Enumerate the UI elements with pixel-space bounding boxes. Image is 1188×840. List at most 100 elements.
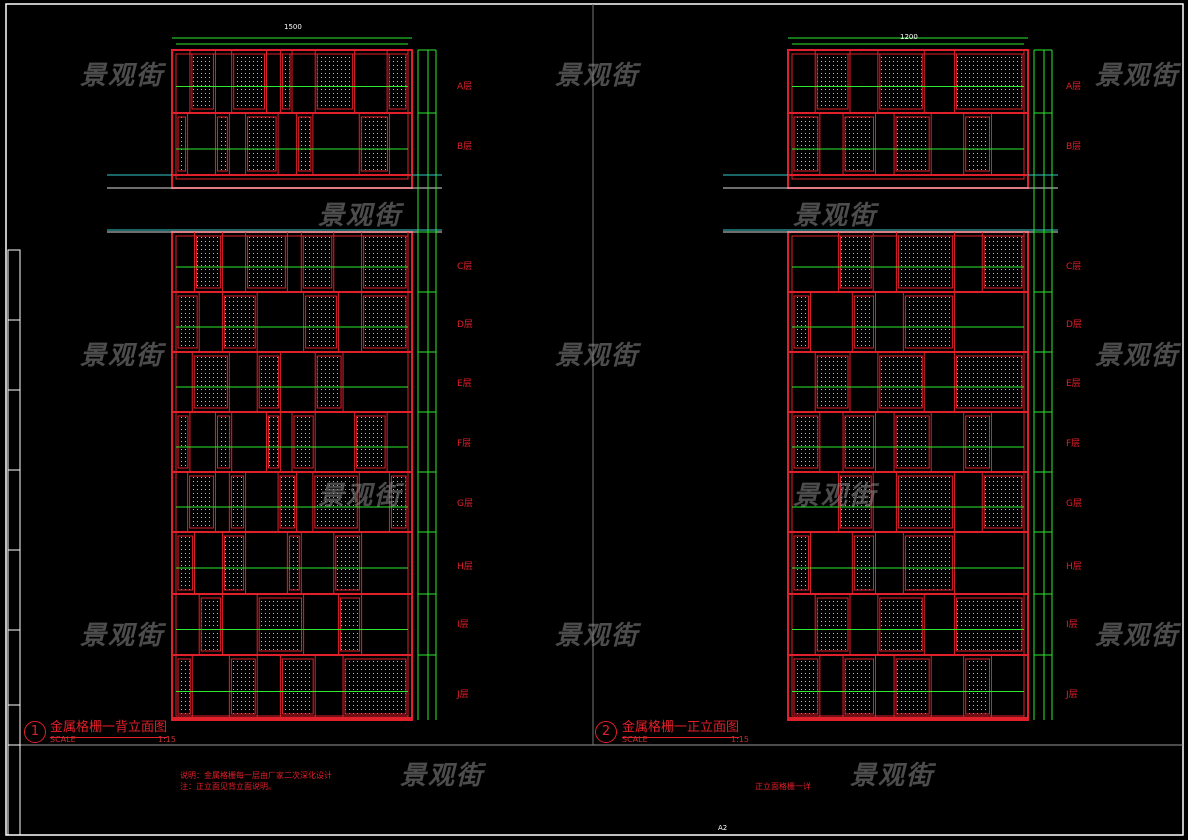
layer-label: D层 (457, 320, 473, 330)
perforated-panel (177, 116, 187, 172)
perforated-panel (793, 415, 819, 469)
perforated-panel (191, 53, 214, 110)
perforated-panel (230, 658, 256, 715)
perforated-panel (305, 295, 337, 349)
perforated-panel (196, 235, 221, 289)
scale-label-1: SCALE (50, 735, 76, 744)
layer-label: I层 (457, 620, 469, 630)
perforated-panel (879, 597, 923, 652)
perforated-panel (895, 415, 930, 469)
layer-label: E层 (1066, 379, 1081, 389)
perforated-panel (298, 116, 312, 172)
layer-label: B层 (1066, 142, 1082, 152)
drawing-title-2: 金属格栅一正立面图 (622, 716, 740, 738)
title-strip (7, 249, 21, 836)
perforated-panel (853, 295, 875, 349)
perforated-panel (879, 355, 923, 409)
perforated-panel (200, 597, 221, 652)
perforated-panel (363, 295, 407, 349)
perforated-panel (335, 535, 361, 591)
perforated-panel (388, 53, 407, 110)
layer-label: H层 (457, 562, 473, 572)
layer-label: J层 (457, 690, 469, 700)
layer-label: D层 (1066, 320, 1082, 330)
perforated-panel (288, 535, 300, 591)
perforated-panel (177, 415, 189, 469)
perforated-panel (363, 235, 407, 289)
sheet-border (5, 3, 1184, 836)
perforated-panel (258, 597, 303, 652)
perforated-panel (904, 535, 953, 591)
perforated-panel (279, 475, 296, 529)
perforated-panel (844, 658, 875, 715)
layer-label: A层 (1066, 82, 1082, 92)
perforated-panel (177, 658, 191, 715)
perforated-panel (793, 295, 810, 349)
perforated-panel (793, 535, 810, 591)
layer-label: B层 (457, 142, 473, 152)
layer-label: G层 (1066, 499, 1082, 509)
layer-label: A层 (457, 82, 473, 92)
drawing-number-2: 2 (595, 721, 617, 743)
perforated-panel (983, 235, 1023, 289)
perforated-panel (314, 475, 358, 529)
perforated-panel (839, 235, 872, 289)
layer-label: C层 (1066, 262, 1082, 272)
perforated-panel (816, 597, 849, 652)
scale-value-2: 1:15 (731, 735, 749, 744)
perforated-panel (281, 658, 314, 715)
perforated-panel (223, 535, 245, 591)
drawing-number-1: 1 (24, 721, 46, 743)
perforated-panel (344, 658, 407, 715)
layer-label: G层 (457, 499, 473, 509)
drawing-title-1: 金属格栅一背立面图 (50, 716, 168, 738)
note-2a: 正立面格栅一详 (755, 782, 811, 791)
perforated-panel (293, 415, 314, 469)
perforated-panel (339, 597, 361, 652)
perforated-panel (904, 295, 953, 349)
perforated-panel (233, 53, 265, 110)
perforated-panel (955, 355, 1023, 409)
layer-label: I层 (1066, 620, 1078, 630)
perforated-panel (955, 597, 1023, 652)
perforated-panel (879, 53, 923, 110)
perforated-panel (895, 658, 930, 715)
perforated-panel (267, 415, 279, 469)
perforated-panel (247, 235, 286, 289)
perforated-panel (965, 658, 991, 715)
perforated-panel (844, 116, 875, 172)
perforated-panel (983, 475, 1023, 529)
perforated-panel (816, 355, 849, 409)
layer-label: C层 (457, 262, 473, 272)
note-1b: 注：正立面见背立面说明。 (180, 782, 276, 791)
layer-label: F层 (457, 439, 472, 449)
perforated-panel (897, 235, 953, 289)
perforated-panel (895, 116, 930, 172)
perforated-panel (258, 355, 279, 409)
perforated-panel (316, 355, 342, 409)
perforated-panel (230, 475, 245, 529)
perforated-panel (216, 116, 228, 172)
layer-label: H层 (1066, 562, 1082, 572)
layer-label: J层 (1066, 690, 1078, 700)
perforated-panel (816, 53, 849, 110)
perforated-panel (965, 415, 991, 469)
note-1a: 说明：金属格栅每一层由厂家二次深化设计 (180, 771, 332, 780)
perforated-panel (177, 295, 198, 349)
perforated-panel (316, 53, 354, 110)
scale-label-2: SCALE (622, 735, 648, 744)
perforated-panel (302, 235, 333, 289)
perforated-panel (247, 116, 277, 172)
perforated-panel (356, 415, 386, 469)
perforated-panel (955, 53, 1023, 110)
scale-value-1: 1:15 (158, 735, 176, 744)
perforated-panel (793, 658, 819, 715)
perforated-panel (897, 475, 953, 529)
perforated-panel (793, 116, 819, 172)
perforated-panel (281, 53, 291, 110)
perforated-panel (189, 475, 214, 529)
perforated-panel (839, 475, 872, 529)
perforated-panel (853, 535, 875, 591)
overall-width-2: 1200 (900, 33, 918, 41)
